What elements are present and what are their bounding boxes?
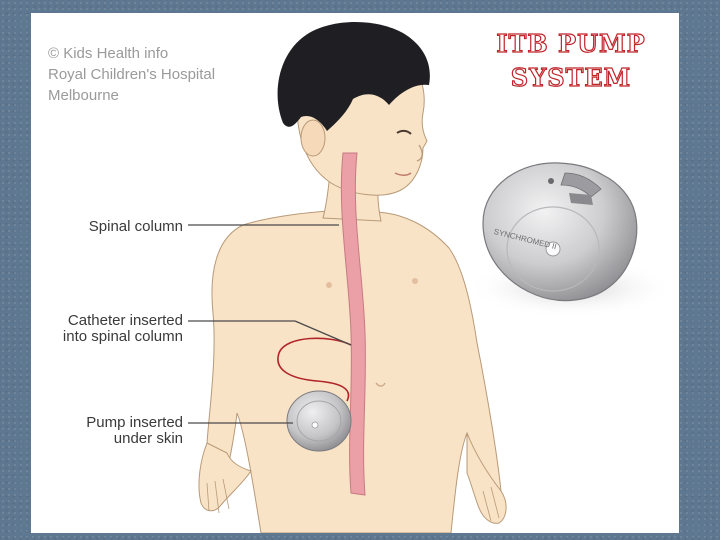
label-line: Catheter inserted — [67, 312, 183, 329]
catheter-line — [277, 337, 352, 402]
child-mouth — [394, 172, 412, 176]
copyright-line: Melbourne — [48, 87, 119, 104]
child-left-hand — [198, 442, 252, 512]
child-nipple-right — [412, 278, 418, 284]
child-ear — [300, 119, 326, 157]
child-hair — [277, 21, 430, 131]
label-pump: Pump inserted under skin — [31, 415, 183, 447]
label-line: Spinal column — [88, 218, 183, 235]
label-catheter: Catheter inserted into spinal column — [31, 313, 183, 345]
slide-title: ITB PUMP SYSTEM — [471, 27, 671, 95]
child-right-hand — [466, 432, 507, 524]
copyright-line: Royal Children's Hospital — [48, 66, 216, 83]
copyright-notice: © Kids Health info Royal Children's Hosp… — [48, 43, 308, 106]
title-line: ITB PUMP — [496, 28, 646, 58]
label-line: Pump inserted — [86, 414, 183, 431]
child-nipple-left — [326, 282, 332, 288]
title-line: SYSTEM — [510, 62, 632, 92]
pump-port — [545, 241, 561, 257]
child-nose — [416, 144, 423, 162]
label-line: into spinal column — [62, 328, 183, 345]
slide-panel: © Kids Health info Royal Children's Hosp… — [31, 13, 679, 533]
label-line: under skin — [113, 430, 183, 447]
child-eye — [396, 129, 412, 135]
pump-device — [482, 162, 638, 302]
label-spinal-column: Spinal column — [31, 219, 183, 235]
implanted-pump — [286, 390, 352, 452]
spinal-column — [340, 152, 366, 496]
child-belly-button — [375, 382, 386, 387]
copyright-line: © Kids Health info — [48, 45, 169, 62]
child-anatomy-diagram — [188, 21, 676, 533]
